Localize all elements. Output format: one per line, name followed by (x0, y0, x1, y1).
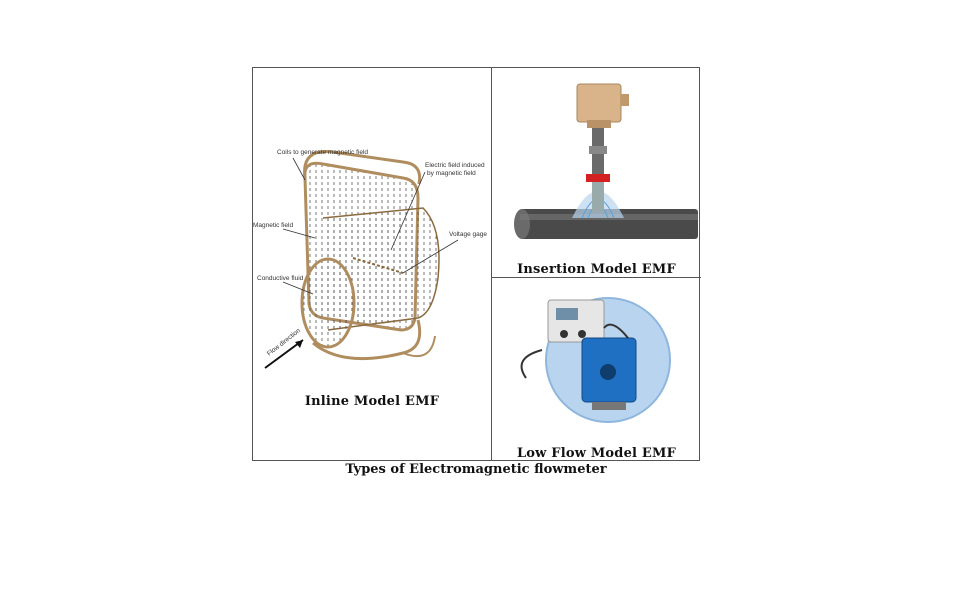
horizontal-divider (491, 277, 701, 278)
electric-field-line (352, 257, 404, 274)
flow-arrow (264, 339, 304, 369)
top-coil-loop (303, 150, 422, 185)
flow-arrowhead (295, 340, 303, 348)
label-voltage-gage: Voltage gage (449, 231, 487, 238)
label-magnetic-field: Magnetic field (253, 222, 293, 229)
inline-model-panel: Coils to generate magnetic field Electri… (253, 68, 491, 462)
low-flow-model-panel: Low Flow Model EMF (492, 278, 701, 462)
sensor-ring (586, 174, 610, 182)
cable (520, 349, 543, 379)
inline-model-caption: Inline Model EMF (304, 394, 440, 409)
flow-port (600, 364, 616, 380)
transmitter-housing (576, 83, 622, 123)
insertion-model-illustration (514, 83, 698, 239)
figure-caption: Types of Electromagnetic flowmeter (345, 462, 607, 477)
bottom-coil (312, 319, 422, 361)
insertion-model-panel: Insertion Model EMF (492, 68, 701, 277)
pipe-opening (300, 257, 356, 349)
label-conductive-fluid: Conductive fluid (257, 275, 304, 282)
electronics-box (547, 299, 605, 343)
label-electric-field: Electric field induced (425, 162, 485, 169)
flowmeter-figure: Coils to generate magnetic field Electri… (252, 67, 701, 462)
coil-lead (402, 335, 436, 358)
probe-tip (592, 182, 604, 212)
vertical-divider (491, 68, 492, 460)
display (556, 308, 578, 320)
label-electric-field-2: by magnetic field (427, 170, 476, 177)
inline-model-diagram: Coils to generate magnetic field Electri… (253, 149, 487, 369)
label-coils: Coils to generate magnetic field (277, 149, 368, 156)
low-flow-model-illustration (520, 297, 671, 423)
insertion-model-caption: Insertion Model EMF (517, 262, 676, 277)
low-flow-model-caption: Low Flow Model EMF (516, 446, 677, 461)
